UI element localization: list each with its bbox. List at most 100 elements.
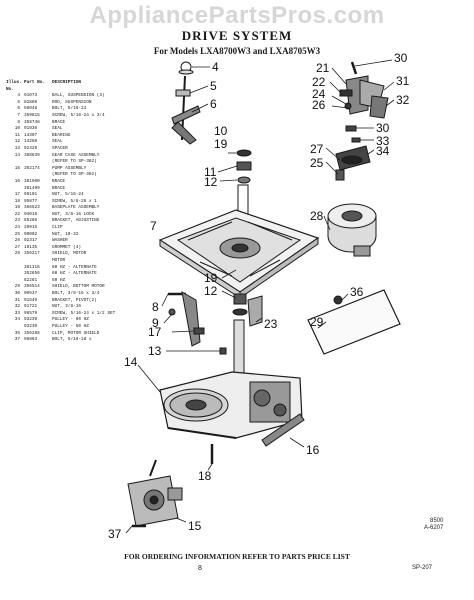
page-number: 8 — [198, 565, 202, 572]
legend-part-no: 362174 — [24, 165, 40, 171]
brace-top — [171, 105, 201, 125]
legend-header: Illus. No.Part No.DESCRIPTION — [6, 80, 152, 93]
legend-illus-no: 18 — [14, 198, 20, 204]
legend-part-no: 91549 — [24, 297, 38, 303]
legend-description: BRACE — [52, 178, 66, 184]
legend-description: 60 HZ - ALTERNATE — [52, 264, 97, 270]
legend-part-no: 94016 — [24, 211, 38, 217]
legend-illus-no: 24 — [14, 225, 20, 231]
legend-description: PULLEY - 60 HZ — [52, 317, 89, 323]
callout-13: 13 — [148, 344, 162, 358]
legend-description: SHIELD, BOTTOM MOTOR — [52, 284, 105, 290]
legend-illus-no: 31 — [14, 297, 20, 303]
legend-part-no: 356217 — [24, 251, 40, 257]
callout-25: 25 — [310, 156, 324, 170]
legend-part-no: 93239 — [24, 317, 38, 323]
legend-illus-no: 6 — [17, 106, 20, 112]
callout-33: 33 — [376, 134, 390, 148]
brace-lower — [181, 291, 201, 347]
callout-30-bottom: 30 — [376, 121, 390, 135]
legend-illus-no: 30 — [14, 291, 20, 296]
callout-19-top: 19 — [214, 137, 228, 151]
legend-description: GEAR CASE ASSEMBLY — [52, 152, 100, 158]
ordering-footer: FOR ORDERING INFORMATION REFER TO PARTS … — [124, 552, 350, 561]
legend-illus-no: 32 — [14, 304, 20, 310]
legend-description: MOTOR — [52, 258, 66, 264]
legend-part-no: 90002 — [24, 231, 38, 237]
legend-description: BALL, SUSPENSION (3) — [52, 93, 105, 99]
callout-30-top: 30 — [394, 51, 408, 65]
legend-part-no: 14307 — [24, 132, 38, 138]
legend-part-no: 356514 — [24, 284, 40, 290]
legend-description: NUT, 3/8-16 — [52, 304, 81, 310]
callout-16: 16 — [306, 443, 320, 457]
legend-description: SEAL — [52, 139, 63, 145]
legend-illus-no: 10 — [14, 126, 20, 132]
legend-illus-no: 8 — [17, 119, 20, 125]
callout-31: 31 — [396, 74, 410, 88]
legend-description: BOLT, 5/16-18 x — [52, 337, 92, 343]
legend-part-no: 96863 — [24, 337, 38, 343]
callout-12-bottom: 12 — [204, 284, 218, 298]
legend-description: CLIP, MOTOR SHIELD — [52, 330, 100, 336]
legend-description: NUT, 10-32 — [52, 231, 79, 237]
legend-row: MOTOR — [6, 258, 152, 265]
legend-description: SCREW, 5/8-26 x 1 — [52, 198, 97, 204]
legend-description: SHIELD, MOTOR — [52, 251, 87, 257]
legend-part-no: 82886 — [24, 99, 38, 105]
legend-illus-no: 27 — [14, 244, 20, 250]
legend-illus-no: 7 — [17, 112, 20, 118]
legend-description: BOLT, 3/8-16 x 3/4 — [52, 291, 100, 296]
legend-description: NUT, 3/8-16 LOCK — [52, 211, 95, 217]
callout-4: 4 — [212, 60, 219, 74]
legend-description: SCREW, 5/16-24 x 1/2 SET — [52, 310, 116, 316]
callout-29: 29 — [310, 315, 324, 329]
legend-illus-no: 33 — [14, 310, 20, 316]
legend-description: (REFER TO SP-382) — [52, 159, 97, 165]
legend-row: 361316 60 HZ - ALTERNATE — [6, 265, 152, 272]
legend-part-no: 95877 — [24, 198, 38, 204]
page-title: DRIVE SYSTEM — [181, 28, 293, 43]
legend-description: BEARING — [52, 132, 71, 138]
legend-part-no: 359815 — [24, 112, 40, 118]
legend-part-no: 361316 — [24, 264, 40, 270]
pump-shaft — [237, 184, 249, 216]
legend-illus-no: 16 — [14, 178, 20, 184]
legend-description: GROMMET (4) — [52, 244, 81, 250]
callout-24: 24 — [312, 87, 326, 101]
legend-illus-no: 17 — [14, 192, 20, 198]
callout-32: 32 — [396, 93, 410, 107]
legend-header-cell: DESCRIPTION — [52, 80, 81, 85]
legend-part-no: 93239 — [24, 323, 38, 329]
legend-part-no: 356288 — [24, 330, 40, 336]
callout-17: 17 — [148, 325, 162, 339]
callout-22: 22 — [312, 75, 326, 89]
legend-part-no: 58048 — [24, 106, 38, 112]
legend-description: BRACKET, ADJUSTING — [52, 218, 100, 224]
legend-description: BRACE — [52, 185, 66, 191]
legend-description: SEAL — [52, 126, 63, 132]
legend-row: (REFER TO SP-382) — [6, 172, 152, 179]
callout-6: 6 — [210, 97, 217, 111]
legend-description: BRACE — [52, 119, 66, 125]
page-subtitle: For Models LXA8700W3 and LXA8705W3 — [153, 46, 321, 56]
page-reference: SP-207 — [412, 565, 433, 571]
callout-19-bottom: 19 — [204, 271, 218, 285]
legend-part-no: 91721 — [24, 304, 38, 310]
